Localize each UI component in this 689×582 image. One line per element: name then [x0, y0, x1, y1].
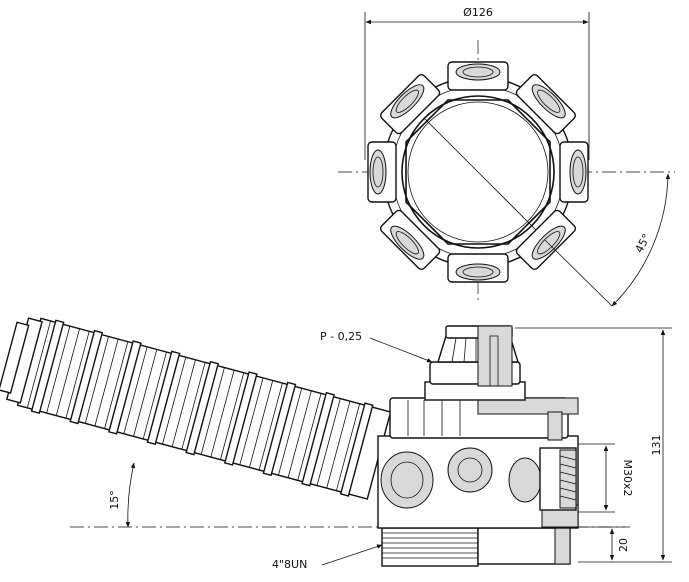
base-thread: [381, 527, 571, 567]
top-view: Ø126: [338, 6, 675, 307]
radial-port-45: [515, 73, 577, 135]
radial-port-225: [379, 209, 441, 271]
radial-port-315: [379, 73, 441, 135]
diameter-label: Ø126: [463, 6, 493, 19]
side-port-label: M30x2: [621, 460, 634, 497]
angle-45-arc: [611, 173, 671, 307]
octagon-bore: [405, 99, 551, 245]
angle-15-arc: [125, 462, 136, 528]
height-base-label: 20: [617, 538, 630, 552]
filter-screen: [0, 317, 392, 500]
pitch-label: P - 0,25: [320, 330, 362, 343]
height-total-label: 131: [650, 435, 663, 456]
radial-port-135: [515, 209, 577, 271]
radial-port-270: [367, 141, 397, 203]
side-view: 131 20: [0, 317, 672, 571]
angle-15-label: 15°: [108, 490, 121, 510]
side-port: [539, 447, 577, 511]
radial-port-180: [447, 253, 509, 283]
relief-cap: [424, 325, 526, 401]
radial-port-0: [447, 61, 509, 91]
base-thread-label: 4"8UN: [272, 558, 307, 571]
radial-port-90: [559, 141, 589, 203]
